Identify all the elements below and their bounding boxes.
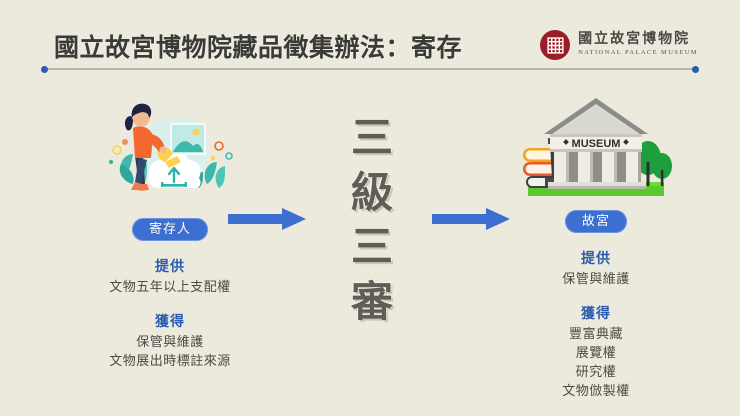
right-receive-line-1: 豐富典藏: [568, 326, 623, 342]
museum-column: MUSEUM 故宮 提供 保管與維護: [470, 86, 722, 401]
center-char-4: 審: [350, 279, 393, 326]
brand-name-chinese: 國立故宮博物院: [578, 32, 691, 48]
header-divider: [41, 65, 699, 73]
depositor-column: 寄存人 提供 文物五年以上支配權 獲得 保管與維護 文物展出時標註來源: [36, 96, 304, 371]
right-provide-line-1: 保管與維護: [562, 270, 630, 286]
right-receive-line-2: 展覽權: [575, 345, 617, 361]
left-receive-line-2: 文物展出時標註來源: [109, 353, 231, 369]
left-provide-heading: 提供: [155, 259, 185, 275]
badge-museum: 故宮: [564, 210, 627, 233]
left-provide-line-1: 文物五年以上支配權: [109, 278, 231, 294]
brand-name-english: NATIONAL PALACE MUSEUM: [578, 48, 698, 56]
right-receive-line-4: 文物倣製權: [562, 382, 630, 398]
page-title: 國立故宮博物院藏品徵集辦法：寄存: [54, 35, 463, 62]
right-receive-heading: 獲得: [581, 307, 611, 323]
arrow-review-to-museum: [432, 208, 510, 230]
brand-wordmark: 國立故宮博物院 NATIONAL PALACE MUSEUM: [578, 33, 698, 57]
left-receive-line-1: 保管與維護: [136, 334, 204, 350]
left-receive-heading: 獲得: [155, 315, 185, 331]
right-provide-heading: 提供: [581, 251, 611, 267]
review-process-label: 三 級 三 審: [340, 112, 404, 330]
right-section-receive: 獲得 豐富典藏 展覽權 研究權 文物倣製權: [470, 304, 722, 400]
badge-depositor: 寄存人: [131, 218, 208, 241]
center-char-2: 級: [350, 170, 393, 217]
left-section-provide: 提供 文物五年以上支配權: [36, 257, 304, 297]
arrow-depositor-to-review: [228, 208, 306, 230]
center-char-3: 三: [350, 225, 393, 272]
palace-museum-seal-icon: [540, 30, 571, 60]
left-section-receive: 獲得 保管與維護 文物展出時標註來源: [36, 312, 304, 371]
museum-building-illustration: MUSEUM: [523, 98, 672, 196]
museum-sign-text: MUSEUM: [572, 138, 621, 150]
brand-logo: 國立故宮博物院 NATIONAL PALACE MUSEUM: [540, 30, 698, 60]
right-section-provide: 提供 保管與維護: [470, 249, 722, 289]
center-char-1: 三: [350, 116, 393, 162]
person-uploading-artifact-illustration: [108, 103, 233, 191]
divider-dot-right: [692, 65, 699, 73]
right-receive-line-3: 研究權: [575, 364, 617, 380]
divider-dot-left: [41, 65, 48, 73]
